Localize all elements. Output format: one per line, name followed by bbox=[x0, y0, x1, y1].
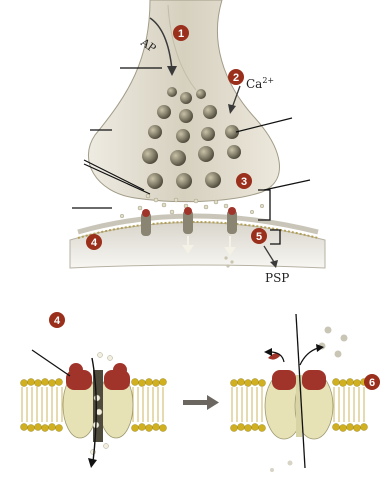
step-marker-2: 2 bbox=[228, 69, 244, 85]
step-number: 3 bbox=[241, 176, 247, 188]
calcium-charge: 2+ bbox=[262, 76, 274, 85]
calcium-label: Ca2+ bbox=[246, 76, 274, 91]
step-marker-6: 6 bbox=[364, 374, 380, 390]
step-marker-4: 4 bbox=[86, 234, 102, 250]
psp-label: PSP bbox=[265, 271, 289, 285]
step-number: 4 bbox=[91, 237, 98, 249]
transition-arrow bbox=[183, 395, 219, 410]
step-number: 1 bbox=[178, 28, 184, 40]
calcium-symbol: Ca bbox=[246, 77, 262, 91]
step-marker-5: 5 bbox=[251, 228, 267, 244]
receptor-channel-closed bbox=[264, 314, 348, 472]
step-number: 2 bbox=[233, 72, 239, 84]
step-number: 5 bbox=[256, 231, 262, 243]
receptor-channel-open bbox=[63, 353, 133, 469]
step-marker-4-detail: 4 bbox=[49, 312, 65, 328]
step-marker-3: 3 bbox=[236, 173, 252, 189]
step-number: 6 bbox=[369, 377, 375, 389]
step-number: 4 bbox=[54, 315, 61, 327]
postsynaptic-cell bbox=[70, 216, 325, 268]
step-marker-1: 1 bbox=[173, 25, 189, 41]
leader-line-receptor bbox=[32, 350, 70, 376]
